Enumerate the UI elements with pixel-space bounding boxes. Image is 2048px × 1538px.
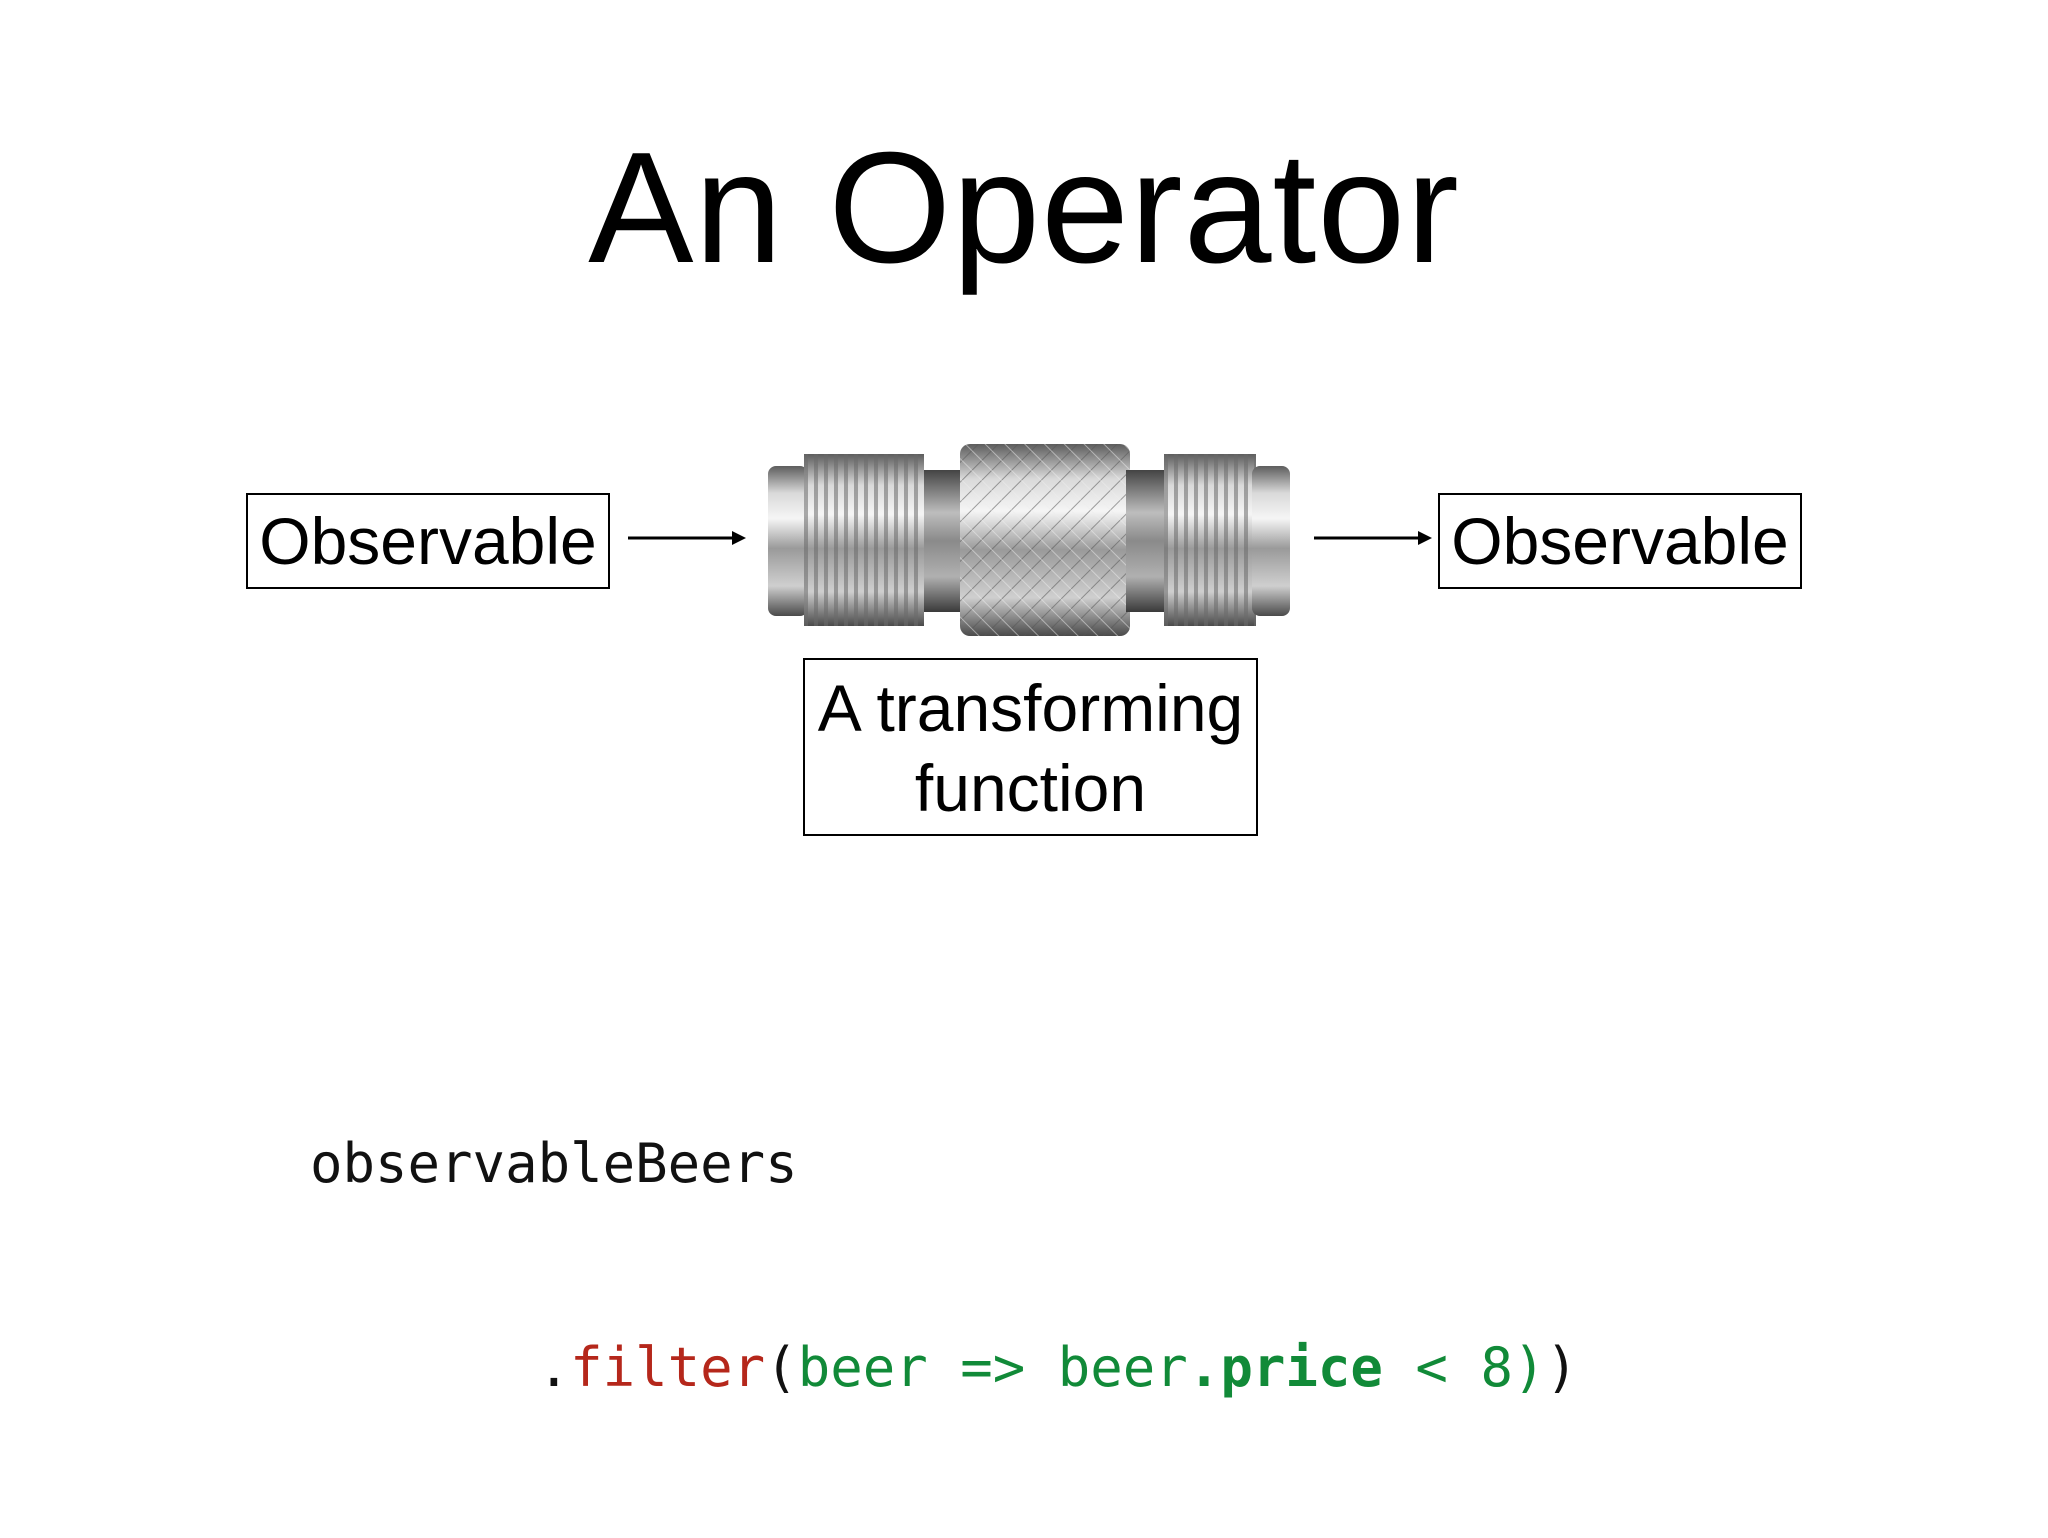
code-lambda-param: beer => beer bbox=[797, 1336, 1188, 1399]
code-snippet: observableBeers .filter(beer => beer.pri… bbox=[310, 994, 1578, 1538]
code-open-paren: ( bbox=[765, 1336, 798, 1399]
connector-adapter-image bbox=[768, 444, 1290, 636]
slide-title: An Operator bbox=[588, 120, 1460, 296]
code-method-filter: filter bbox=[570, 1336, 766, 1399]
code-indent bbox=[310, 1336, 538, 1399]
code-close-inner: ) bbox=[1512, 1336, 1546, 1399]
code-dot: . bbox=[537, 1336, 571, 1399]
input-arrow-icon bbox=[628, 531, 746, 545]
code-close-outer: ) bbox=[1545, 1336, 1578, 1399]
code-line-1: observableBeers bbox=[310, 1132, 798, 1195]
input-observable-box: Observable bbox=[246, 493, 610, 589]
code-prop-price: price bbox=[1220, 1336, 1383, 1399]
output-observable-box: Observable bbox=[1438, 493, 1802, 589]
code-line-2: .filter(beer => beer.price < 8)) bbox=[310, 1334, 1578, 1402]
output-arrow-icon bbox=[1314, 531, 1432, 545]
code-comparison: < 8 bbox=[1382, 1336, 1513, 1399]
transforming-function-box: A transforming function bbox=[803, 658, 1258, 836]
function-box-line-1: A transforming bbox=[817, 671, 1244, 745]
function-box-line-2: function bbox=[914, 751, 1147, 825]
code-prop-dot: . bbox=[1187, 1336, 1221, 1399]
